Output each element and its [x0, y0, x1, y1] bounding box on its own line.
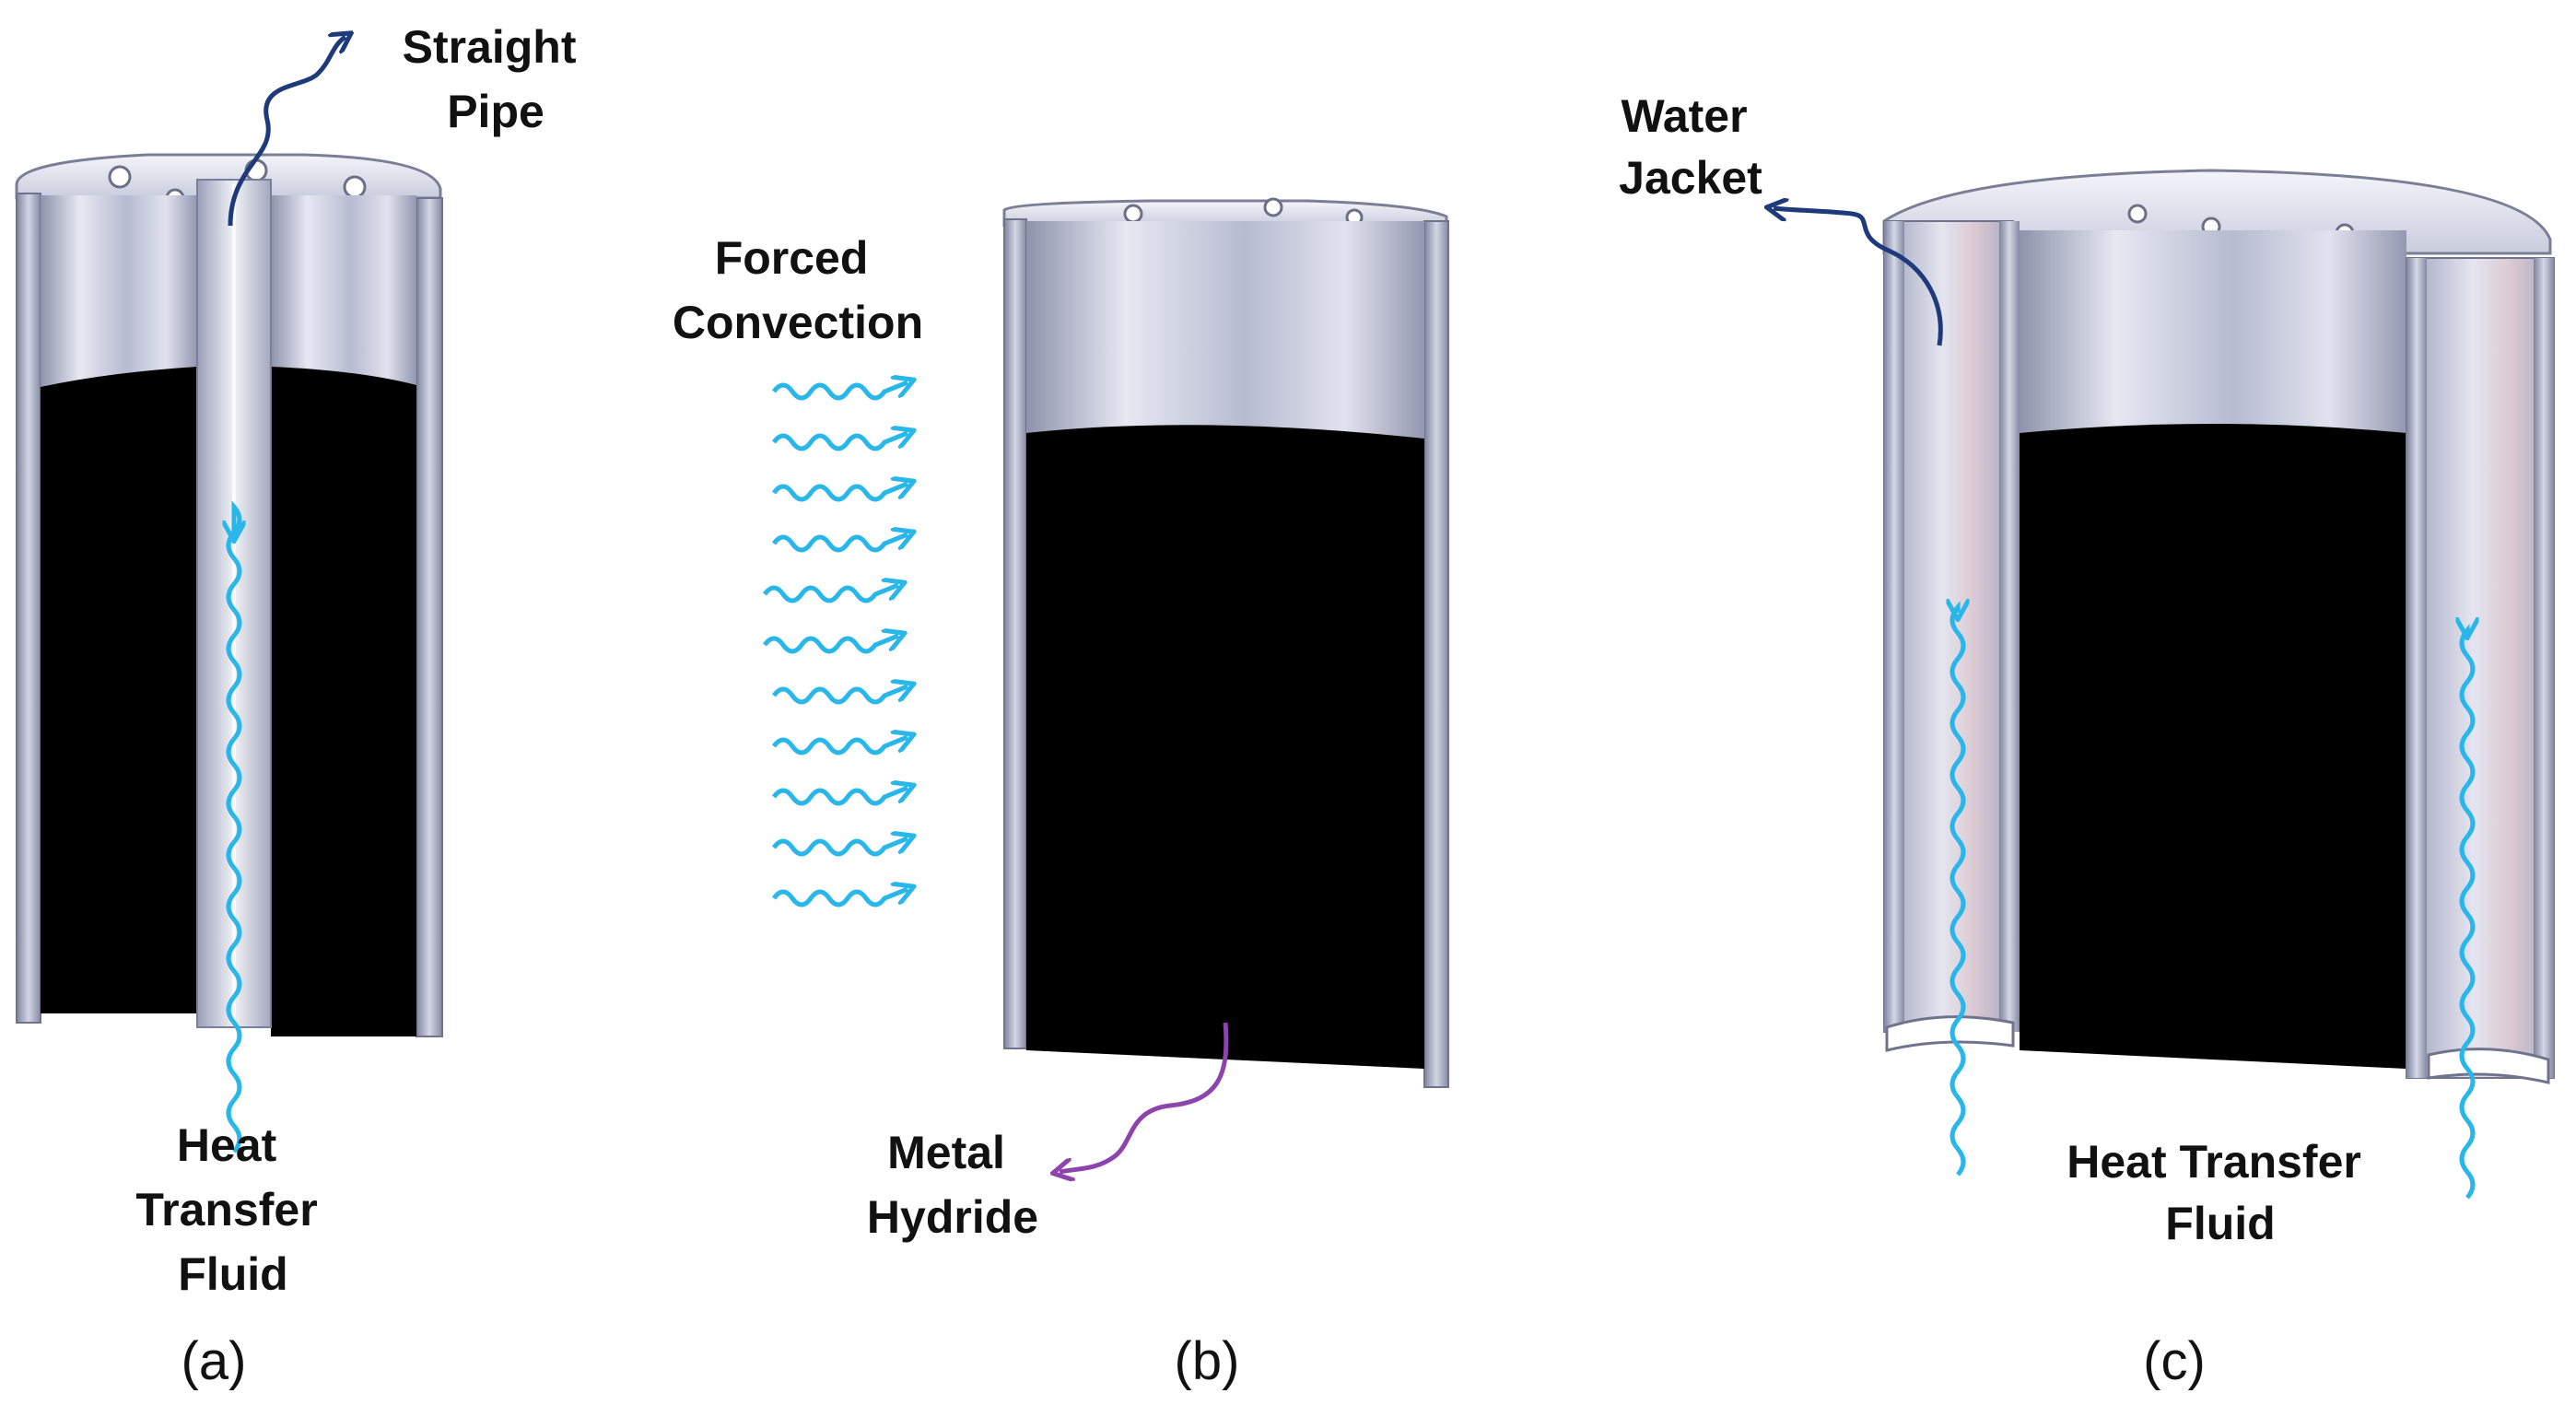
- convection-arrow-6: [762, 636, 898, 654]
- convection-arrow-10: [771, 838, 907, 857]
- label-heat-transfer-fluid-a: Heat Transfer Fluid: [135, 1119, 330, 1300]
- convection-arrow-4: [771, 534, 907, 553]
- pointer-arrow-water-jacket: [1774, 208, 1943, 346]
- reactor-b-left-wall: [1003, 218, 1027, 1049]
- metal-hydride-b: [1026, 425, 1424, 1070]
- forced-convection-arrows: [762, 382, 907, 907]
- water-jacket-left: [1883, 220, 2014, 1033]
- convection-arrow-3: [771, 484, 907, 502]
- pointer-arrow-metal-hydride: [1060, 1022, 1229, 1172]
- flow-arrow-c-right: [2462, 630, 2473, 1200]
- caption-a: (a): [181, 1331, 247, 1391]
- convection-arrow-7: [771, 686, 907, 705]
- flow-arrow-a: [228, 500, 240, 1153]
- metal-hydride-a-right: [271, 367, 416, 1036]
- metal-hydride-c: [2020, 424, 2406, 1069]
- panel-a: Straight Pipe Heat Transfer Fluid (a): [15, 21, 590, 1391]
- convection-arrow-2: [771, 433, 907, 451]
- label-straight-pipe: Straight Pipe: [403, 21, 590, 137]
- label-water-jacket: Water Jacket: [1619, 90, 1762, 204]
- water-jacket-right: [2406, 257, 2555, 1079]
- convection-arrow-9: [771, 788, 907, 806]
- panel-b: Forced Convection Metal Hydride (b): [673, 197, 1449, 1391]
- flow-arrow-c-left: [1952, 607, 1963, 1177]
- label-metal-hydride: Metal Hydride: [867, 1127, 1038, 1243]
- reactor-b-body: [1002, 197, 1449, 1088]
- reactor-a-right-wall: [416, 197, 443, 1037]
- caption-c: (c): [2143, 1331, 2206, 1391]
- convection-arrow-11: [771, 889, 907, 907]
- convection-arrow-5: [762, 585, 898, 603]
- panel-c: Water Jacket Heat Transfer Fluid (c): [1619, 90, 2555, 1391]
- label-heat-transfer-fluid-c: Heat Transfer Fluid: [2067, 1136, 2374, 1249]
- reactor-b-right-wall: [1423, 220, 1449, 1088]
- reactor-c-body: [1882, 169, 2555, 1084]
- caption-b: (b): [1175, 1331, 1240, 1391]
- metal-hydride-a-left: [41, 367, 197, 1013]
- convection-arrow-1: [771, 382, 907, 401]
- reactor-a-body: [15, 153, 443, 1037]
- pointer-arrow-straight-pipe: [228, 37, 345, 227]
- convection-arrow-8: [771, 737, 907, 755]
- reactor-a-left-wall: [16, 193, 41, 1024]
- reactor-b-lid: [1002, 199, 1448, 228]
- label-forced-convection: Forced Convection: [673, 232, 923, 348]
